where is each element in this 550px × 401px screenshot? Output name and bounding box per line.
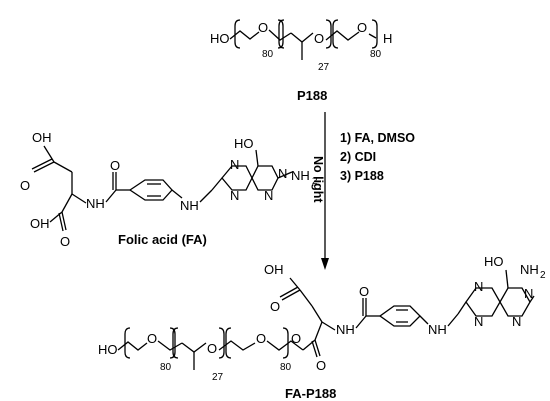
- p188-ppo-repeat: 27: [318, 62, 330, 73]
- fa-pteridine-n4: N: [278, 166, 287, 181]
- p188-structure: HO O O O H 80 27 80: [210, 19, 392, 73]
- fa-oxygen-top-acid: O: [20, 178, 30, 193]
- no-light-note: No light: [311, 156, 325, 203]
- prod-oxygen-1: O: [147, 331, 157, 346]
- p188-hydrogen: H: [383, 31, 392, 46]
- prod-ho-label: HO: [98, 342, 118, 357]
- prod-pteridine-nh2: NH: [520, 262, 539, 277]
- prod-pteridine-n4: N: [524, 286, 533, 301]
- prod-peo-left-repeat: 80: [160, 362, 172, 373]
- prod-acid-oxygen: O: [270, 299, 280, 314]
- prod-nh2-subscript: 2: [540, 270, 546, 281]
- fa-oh-top: OH: [32, 130, 52, 145]
- prod-oxygen-3: O: [256, 331, 266, 346]
- p188-peo-right-repeat: 80: [370, 49, 382, 60]
- fa-pteridine-n1: N: [230, 157, 239, 172]
- reaction-step-2: 2) CDI: [340, 150, 376, 164]
- fa-pteridine-n3: N: [264, 188, 273, 203]
- prod-amide-nh: NH: [336, 322, 355, 337]
- reaction-step-3: 3) P188: [340, 169, 384, 183]
- folic-acid-structure: OH O NH OH O O NH N N N N: [20, 130, 318, 249]
- prod-pteridine-n3: N: [512, 314, 521, 329]
- prod-amide-oxygen: O: [359, 284, 369, 299]
- p188-oxygen-1: O: [258, 20, 268, 35]
- fa-linker-nh: NH: [180, 198, 199, 213]
- prod-peo-right-repeat: 80: [280, 362, 292, 373]
- fa-pteridine-hydroxyl: HO: [234, 136, 254, 151]
- fa-nh2-subscript: 2: [312, 176, 318, 187]
- p188-oxygen-2: O: [314, 31, 324, 46]
- reaction-arrow-head: [321, 258, 329, 270]
- p188-caption: P188: [297, 88, 327, 103]
- reaction-step-1: 1) FA, DMSO: [340, 131, 415, 145]
- prod-ppo-repeat: 27: [212, 372, 224, 383]
- prod-pteridine-n1: N: [474, 279, 483, 294]
- fa-oxygen-bottom-acid: O: [60, 234, 70, 249]
- prod-pteridine-hydroxyl: HO: [484, 254, 504, 269]
- p188-ho-label: HO: [210, 31, 230, 46]
- fa-p188-caption: FA-P188: [285, 386, 336, 401]
- p188-peo-left-repeat: 80: [262, 49, 274, 60]
- fa-amide-oxygen: O: [110, 158, 120, 173]
- prod-acid-oh: OH: [264, 262, 284, 277]
- prod-linker-nh: NH: [428, 322, 447, 337]
- fa-pteridine-nh2: NH: [291, 168, 310, 183]
- prod-ester-oxygen: O: [316, 358, 326, 373]
- p188-oxygen-3: O: [357, 20, 367, 35]
- prod-oxygen-2: O: [207, 341, 217, 356]
- fa-amide-nh: NH: [86, 196, 105, 211]
- fa-pteridine-n2: N: [230, 188, 239, 203]
- prod-pteridine-n2: N: [474, 314, 483, 329]
- fa-p188-structure: HO O O O O 80 27 80 O NH O OH: [98, 254, 546, 383]
- fa-oh-bottom: OH: [30, 216, 50, 231]
- folic-acid-caption: Folic acid (FA): [118, 232, 207, 247]
- prod-oxygen-4: O: [291, 331, 301, 346]
